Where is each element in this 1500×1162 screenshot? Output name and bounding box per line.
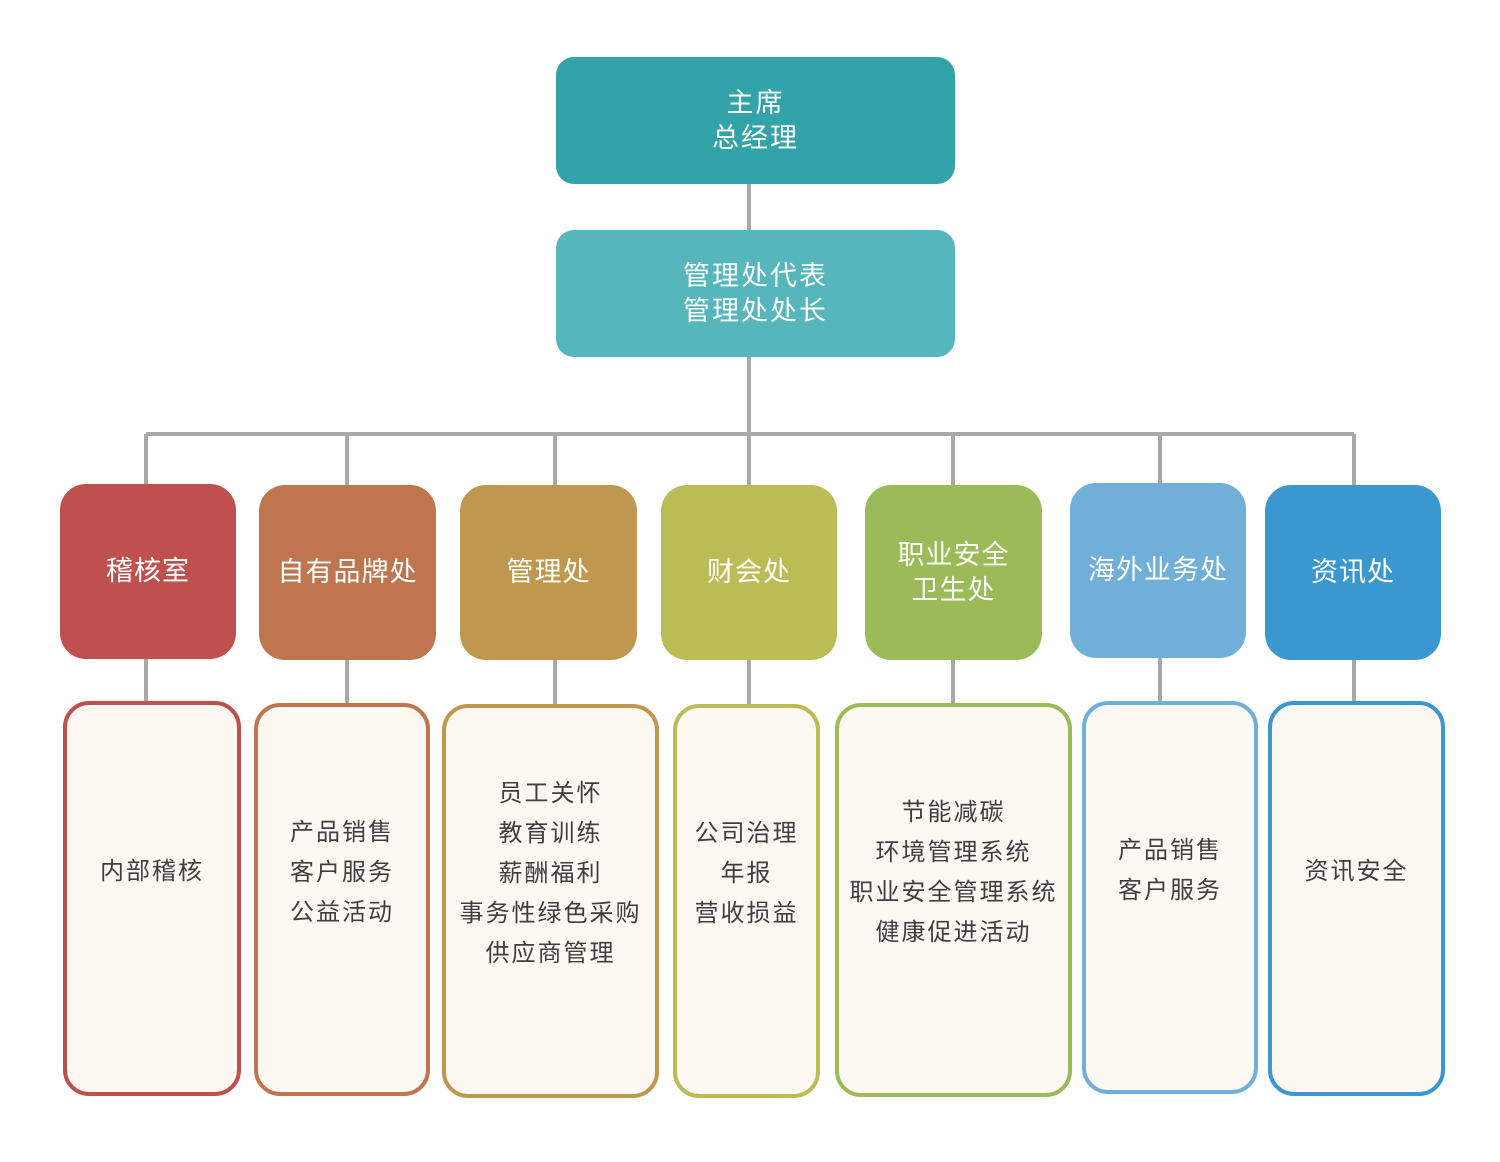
duty-item: 产品销售 (290, 817, 394, 846)
duty-item: 年报 (720, 859, 773, 887)
chairman-box: 主席 总经理 (556, 57, 955, 184)
duties-box: 员工关怀教育训练薪酬福利事务性绿色采购供应商管理 (442, 704, 659, 1098)
department-box: 资讯处 (1265, 485, 1441, 660)
duties-box: 内部稽核 (63, 701, 241, 1096)
department-name: 管理处 (506, 557, 591, 588)
department-name: 财会处 (707, 557, 791, 588)
department-name: 稽核室 (106, 556, 190, 587)
duty-item: 内部稽核 (100, 856, 204, 885)
duty-item: 客户服务 (290, 857, 394, 886)
duty-item: 公司治理 (694, 819, 799, 847)
duty-item: 资讯安全 (1304, 856, 1409, 885)
department-box: 海外业务处 (1070, 483, 1246, 658)
duty-item: 客户服务 (1118, 875, 1222, 904)
duty-item: 营收损益 (694, 899, 799, 927)
duty-item: 事务性绿色采购 (459, 899, 642, 927)
duty-item: 薪酬福利 (498, 859, 603, 887)
office-head-title: 管理处处长 (683, 295, 828, 327)
department-name: 卫生处 (911, 574, 996, 606)
office-representative-box: 管理处代表 管理处处长 (556, 230, 955, 357)
department-name: 资讯处 (1311, 557, 1395, 588)
duty-item: 员工关怀 (498, 779, 603, 807)
duties-box: 资讯安全 (1268, 701, 1445, 1096)
department-box: 财会处 (661, 485, 837, 660)
duty-item: 环境管理系统 (875, 838, 1032, 866)
department-box: 自有品牌处 (259, 485, 436, 660)
duties-box: 产品销售客户服务 (1082, 701, 1258, 1094)
duty-item: 健康促进活动 (875, 918, 1032, 946)
department-name: 职业安全 (897, 539, 1010, 571)
duties-box: 节能减碳环境管理系统职业安全管理系统健康促进活动 (835, 703, 1072, 1097)
duties-box: 公司治理年报营收损益 (673, 704, 820, 1098)
duty-item: 公益活动 (290, 897, 394, 926)
department-name: 自有品牌处 (277, 557, 418, 588)
duty-item: 产品销售 (1118, 835, 1222, 864)
duty-item: 供应商管理 (485, 939, 616, 967)
duty-item: 教育训练 (498, 819, 603, 847)
duties-box: 产品销售客户服务公益活动 (254, 703, 430, 1096)
chairman-title: 主席 (726, 87, 785, 119)
duty-item: 节能减碳 (901, 798, 1006, 826)
department-name: 海外业务处 (1088, 555, 1228, 586)
department-box: 管理处 (460, 485, 637, 660)
office-representative-title: 管理处代表 (683, 260, 828, 292)
department-box: 职业安全卫生处 (865, 485, 1042, 660)
department-box: 稽核室 (60, 484, 236, 659)
general-manager-title: 总经理 (712, 122, 799, 154)
duty-item: 职业安全管理系统 (849, 878, 1058, 906)
